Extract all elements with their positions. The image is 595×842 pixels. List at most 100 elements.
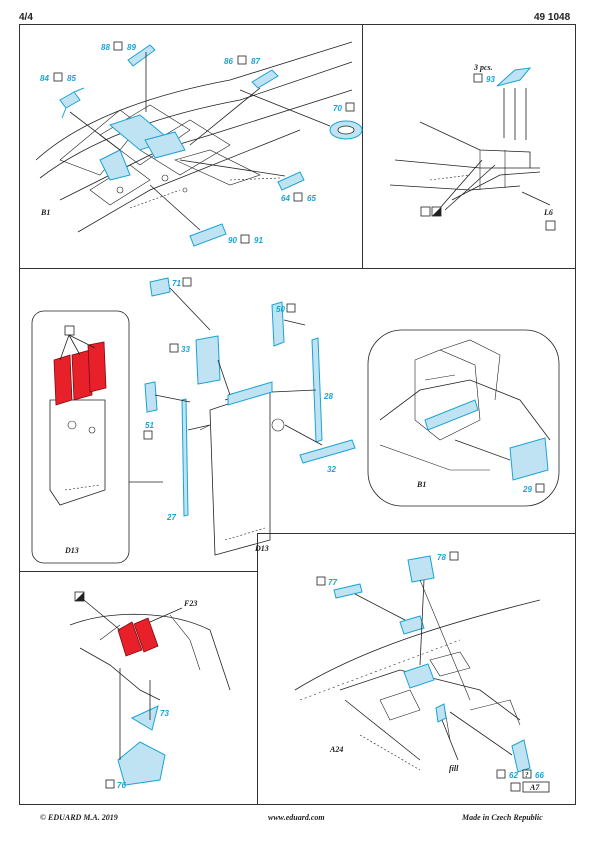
page-number: 4/4 xyxy=(19,12,33,23)
leader-lines-top-right xyxy=(439,88,551,211)
part-number-89: 89 xyxy=(127,43,136,52)
bend-icon xyxy=(316,576,326,586)
etched-strip xyxy=(227,381,273,406)
part-number-90: 90 xyxy=(228,236,237,245)
red-part-nose-right xyxy=(133,617,159,653)
inset-label-d13: D13 xyxy=(64,546,79,555)
red-part-middle xyxy=(71,349,93,401)
part-number-73: 73 xyxy=(160,709,169,718)
reference-label-b1: B1 xyxy=(40,208,50,217)
bend-icon xyxy=(545,220,556,231)
bend-icon xyxy=(345,102,355,112)
part-number-78: 78 xyxy=(437,553,446,562)
part-number-65: 65 xyxy=(307,194,316,203)
part-number-28: 28 xyxy=(323,392,333,401)
etched-panel-lower xyxy=(403,663,435,689)
website-url: www.eduard.com xyxy=(268,813,325,822)
etched-part-73 xyxy=(130,705,159,731)
part-number-27: 27 xyxy=(166,513,176,522)
part-number-76: 76 xyxy=(117,781,126,790)
question-mark: ? xyxy=(525,771,529,779)
etched-part-50 xyxy=(271,301,285,347)
instrument-box-drawing xyxy=(199,384,285,556)
etched-part-29 xyxy=(509,437,549,481)
fill-area xyxy=(435,703,447,723)
color-code-box xyxy=(522,781,550,793)
part-number-93: 93 xyxy=(486,75,495,84)
part-number-66: 66 xyxy=(535,771,544,780)
paint-pot-icon xyxy=(510,782,521,792)
paint-icon xyxy=(64,325,75,336)
panel-antenna-parts xyxy=(362,24,576,270)
etched-part-71 xyxy=(149,277,171,297)
part-number-88: 88 xyxy=(101,43,110,52)
part-number-62: 62 xyxy=(509,771,518,780)
bend-icon xyxy=(473,73,483,83)
etched-part-62 xyxy=(511,739,531,773)
etched-part-51 xyxy=(144,381,158,413)
bend-icon xyxy=(237,55,247,65)
etched-part-33 xyxy=(195,335,221,385)
bend-icon xyxy=(496,769,506,779)
panel-cockpit-side-walls xyxy=(19,24,364,270)
part-number-86: 86 xyxy=(224,57,233,66)
bend-icon xyxy=(293,192,303,202)
panel-instrument-box xyxy=(19,268,576,573)
bend-icon xyxy=(420,206,431,217)
part-number-64: 64 xyxy=(281,194,290,203)
inset-box-d13 xyxy=(31,310,130,564)
fuselage-drawing-top-left xyxy=(35,41,353,233)
fuselage-drawing-bottom-right xyxy=(294,599,541,771)
etched-part-32 xyxy=(299,439,356,464)
bend-icon xyxy=(449,551,459,561)
etched-parts-top-left xyxy=(59,44,363,247)
part-number-50: 50 xyxy=(276,305,285,314)
bend-icon xyxy=(53,72,63,82)
part-number-51: 51 xyxy=(145,421,154,430)
bend-icon xyxy=(113,41,123,51)
reference-label-b1-inset: B1 xyxy=(416,480,426,489)
quantity-note: 3 pcs. xyxy=(473,63,493,72)
part-number-32: 32 xyxy=(327,465,336,474)
part-number-84: 84 xyxy=(40,74,49,83)
color-code: A7 xyxy=(529,783,540,792)
part-number-77: 77 xyxy=(328,578,337,587)
part-number-87: 87 xyxy=(251,57,260,66)
antenna-drawing xyxy=(389,121,541,201)
reference-label-a24: A24 xyxy=(329,745,343,754)
etched-part-78 xyxy=(407,555,435,583)
part-number-70: 70 xyxy=(333,104,342,113)
product-code: 49 1048 xyxy=(534,12,571,23)
part-number-33: 33 xyxy=(181,345,190,354)
etched-part-27 xyxy=(181,398,189,517)
leader-lines-bottom-right xyxy=(354,579,513,761)
copyright: © EDUARD M.A. 2019 xyxy=(40,813,118,822)
etched-part-28 xyxy=(311,337,323,443)
circle-inset-b1 xyxy=(367,329,560,507)
reference-label-l6: L6 xyxy=(543,208,553,217)
etched-part-76 xyxy=(117,741,166,786)
reference-label-f23: F23 xyxy=(183,599,197,608)
red-part-left xyxy=(53,354,73,406)
reference-label-d13: D13 xyxy=(254,544,269,553)
fill-note: fill xyxy=(449,764,459,773)
bend-icon xyxy=(240,234,250,244)
part-number-71: 71 xyxy=(172,279,181,288)
made-in: Made in Czech Republic xyxy=(462,813,543,822)
bend-icon xyxy=(169,343,179,353)
red-part-nose-left xyxy=(117,621,143,657)
etched-part-77 xyxy=(333,583,363,599)
etched-part-circle xyxy=(424,399,479,431)
red-part-right xyxy=(87,341,107,393)
part-number-29: 29 xyxy=(522,485,532,494)
bend-icon xyxy=(286,303,296,313)
question-icon xyxy=(522,769,532,779)
bend-icon xyxy=(143,430,153,440)
bend-icon xyxy=(535,483,545,493)
etched-panel-upper xyxy=(399,615,425,635)
bend-icon xyxy=(105,779,115,789)
bend-icon xyxy=(182,277,192,287)
part-number-85: 85 xyxy=(67,74,76,83)
leader-lines-middle xyxy=(129,287,323,483)
